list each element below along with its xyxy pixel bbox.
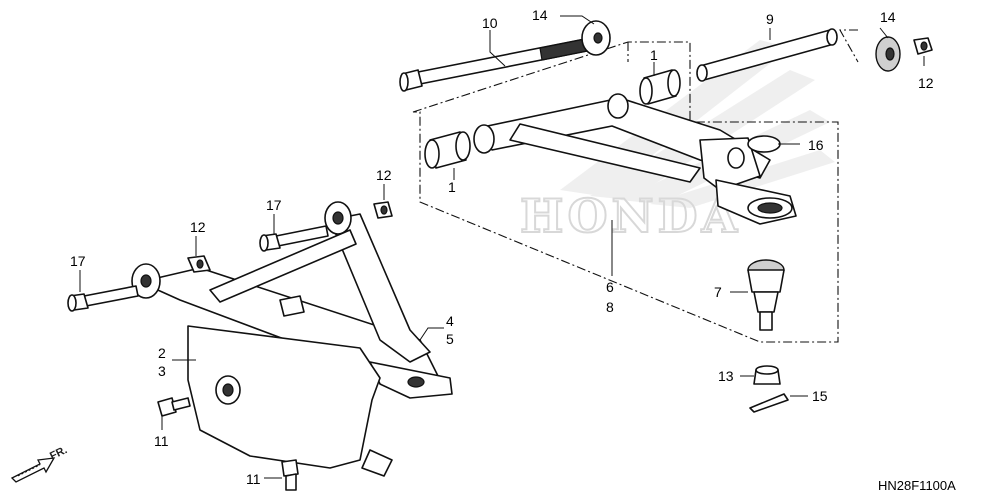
bolt-17-left [67,285,139,312]
nut-12-right [913,37,933,55]
front-direction-arrow: FR. [10,444,69,483]
bolt-11-upper [157,397,191,417]
bolt-17-mid [259,225,329,252]
callout-16: 16 [808,137,824,153]
nut-12-left [187,255,211,273]
honda-watermark-text: HONDA [520,189,741,243]
bolt-11-lower [281,459,299,491]
callout-14-right: 14 [880,9,896,25]
bushing-1-top [639,69,681,105]
callout-17-mid: 17 [266,197,282,213]
leader-lines [79,15,925,479]
cotter-pin-15 [749,393,789,413]
callout-8: 8 [606,299,614,315]
callout-6: 6 [606,279,614,295]
washer-group-bracket [839,29,859,63]
pipe-9 [696,28,838,82]
upper-arm-6-8 [473,93,797,225]
bolt-10 [399,37,593,92]
callout-12-left: 12 [190,219,206,235]
callout-7: 7 [714,284,722,300]
callout-2: 2 [158,345,166,361]
snap-ring-16 [747,135,781,153]
callout-1-top: 1 [650,47,658,63]
callout-3: 3 [158,363,166,379]
guard-plate-2-3 [187,325,393,477]
callout-17-left: 17 [70,253,86,269]
callout-10: 10 [482,15,498,31]
bushing-1-bottom [424,131,471,169]
callout-11-upper: 11 [154,433,169,449]
callout-5: 5 [446,331,454,347]
castle-nut-13 [753,365,781,385]
ball-joint-7 [747,259,785,331]
washer-14-right [875,36,901,72]
callout-13: 13 [718,368,734,384]
callout-9: 9 [766,11,774,27]
upper-arm-assembly-box [412,41,839,343]
callout-11-lower: 11 [246,471,261,487]
callout-12-mid: 12 [376,167,392,183]
washer-14-top [581,20,611,56]
callout-4: 4 [446,313,454,329]
diagram-code: HN28F1100A [878,478,956,493]
callout-14-top: 14 [532,7,548,23]
callout-1-bottom: 1 [448,179,456,195]
direction-label: FR. [48,444,69,463]
callout-15: 15 [812,388,828,404]
callout-12-right: 12 [918,75,934,91]
nut-12-mid [373,201,393,219]
